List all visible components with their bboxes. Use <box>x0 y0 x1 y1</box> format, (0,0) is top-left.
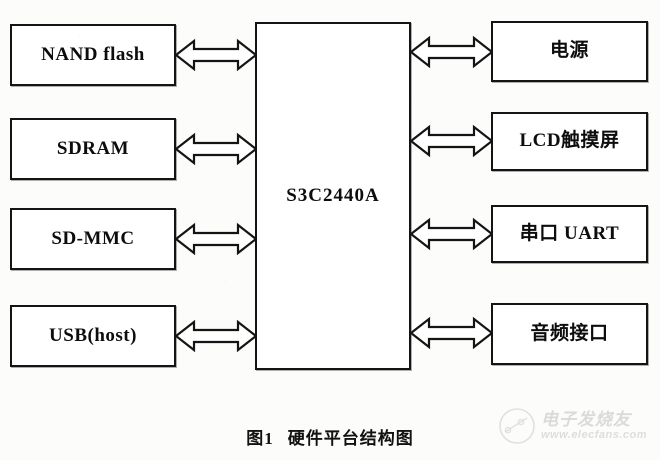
cpu-label: S3C2440A <box>286 184 380 206</box>
block-label: 电源 <box>549 40 589 62</box>
double-headed-arrow-icon-lcd-touchscreen <box>411 124 492 158</box>
block-label: LCD触摸屏 <box>519 130 620 152</box>
block-audio-interface[interactable]: 音频接口 <box>491 303 648 365</box>
block-power-supply[interactable]: 电源 <box>491 21 648 82</box>
figure-caption-title: 硬件平台结构图 <box>287 429 414 448</box>
block-label: 串口 UART <box>519 222 620 244</box>
figure-caption-number: 图1 <box>246 429 274 448</box>
double-headed-arrow-icon-serial-uart <box>411 217 492 251</box>
double-headed-arrow-icon-usb-host <box>176 319 256 353</box>
double-headed-arrow-icon-power-supply <box>411 35 492 69</box>
double-headed-arrow-icon-sd-mmc <box>176 222 256 256</box>
block-label: SD-MMC <box>51 227 135 249</box>
block-usb-host[interactable]: USB(host) <box>10 305 176 367</box>
block-sdram[interactable]: SDRAM <box>10 118 176 180</box>
block-label: 音频接口 <box>530 322 609 344</box>
double-headed-arrow-icon-audio-interface <box>411 316 492 350</box>
block-nand-flash[interactable]: NAND flash <box>10 24 176 86</box>
block-sd-mmc[interactable]: SD-MMC <box>10 208 176 270</box>
block-serial-uart[interactable]: 串口 UART <box>491 205 648 263</box>
block-cpu-s3c2440a[interactable]: S3C2440A <box>255 22 411 370</box>
block-label: SDRAM <box>56 137 130 159</box>
block-lcd-touchscreen[interactable]: LCD触摸屏 <box>491 112 648 171</box>
block-label: NAND flash <box>41 43 145 65</box>
figure-caption: 图1 硬件平台结构图 <box>0 424 660 449</box>
double-headed-arrow-icon-nand-flash <box>176 38 256 72</box>
double-headed-arrow-icon-sdram <box>176 132 256 166</box>
block-label: USB(host) <box>49 324 137 346</box>
